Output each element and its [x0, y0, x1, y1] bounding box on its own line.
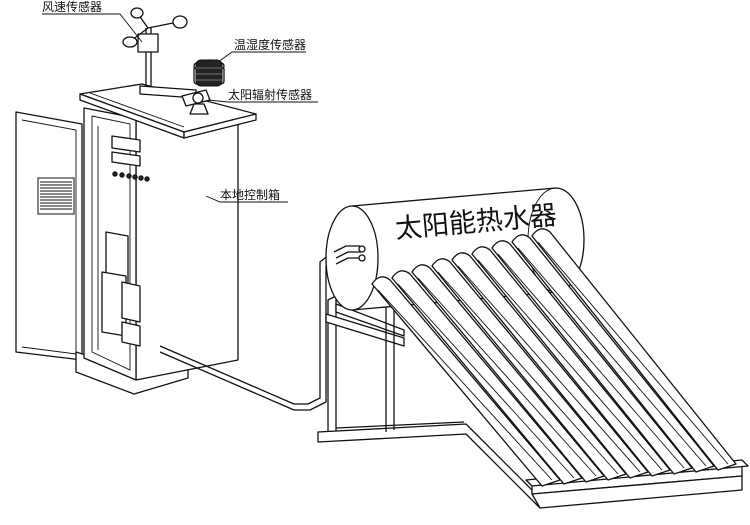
tank-pipes — [333, 245, 366, 265]
local-control-box-label: 本地控制箱 — [220, 187, 280, 202]
solar-radiation-sensor-label: 太阳辐射传感器 — [228, 87, 312, 102]
wind-speed-sensor-label: 风速传感器 — [42, 0, 102, 14]
temp-humidity-sensor — [193, 59, 225, 87]
cabinet-door — [15, 111, 83, 361]
indicator-lights — [112, 171, 150, 182]
vacuum-tubes — [371, 228, 737, 487]
solar-water-heater — [317, 187, 749, 509]
door-vent-grille — [37, 177, 75, 215]
temp-humidity-sensor-label: 温湿度传感器 — [234, 37, 306, 52]
wind-speed-sensor — [122, 7, 197, 99]
control-panel-meters — [111, 135, 141, 167]
internal-modules — [101, 231, 141, 347]
local-control-box — [75, 83, 257, 395]
leader-lines — [42, 13, 318, 203]
